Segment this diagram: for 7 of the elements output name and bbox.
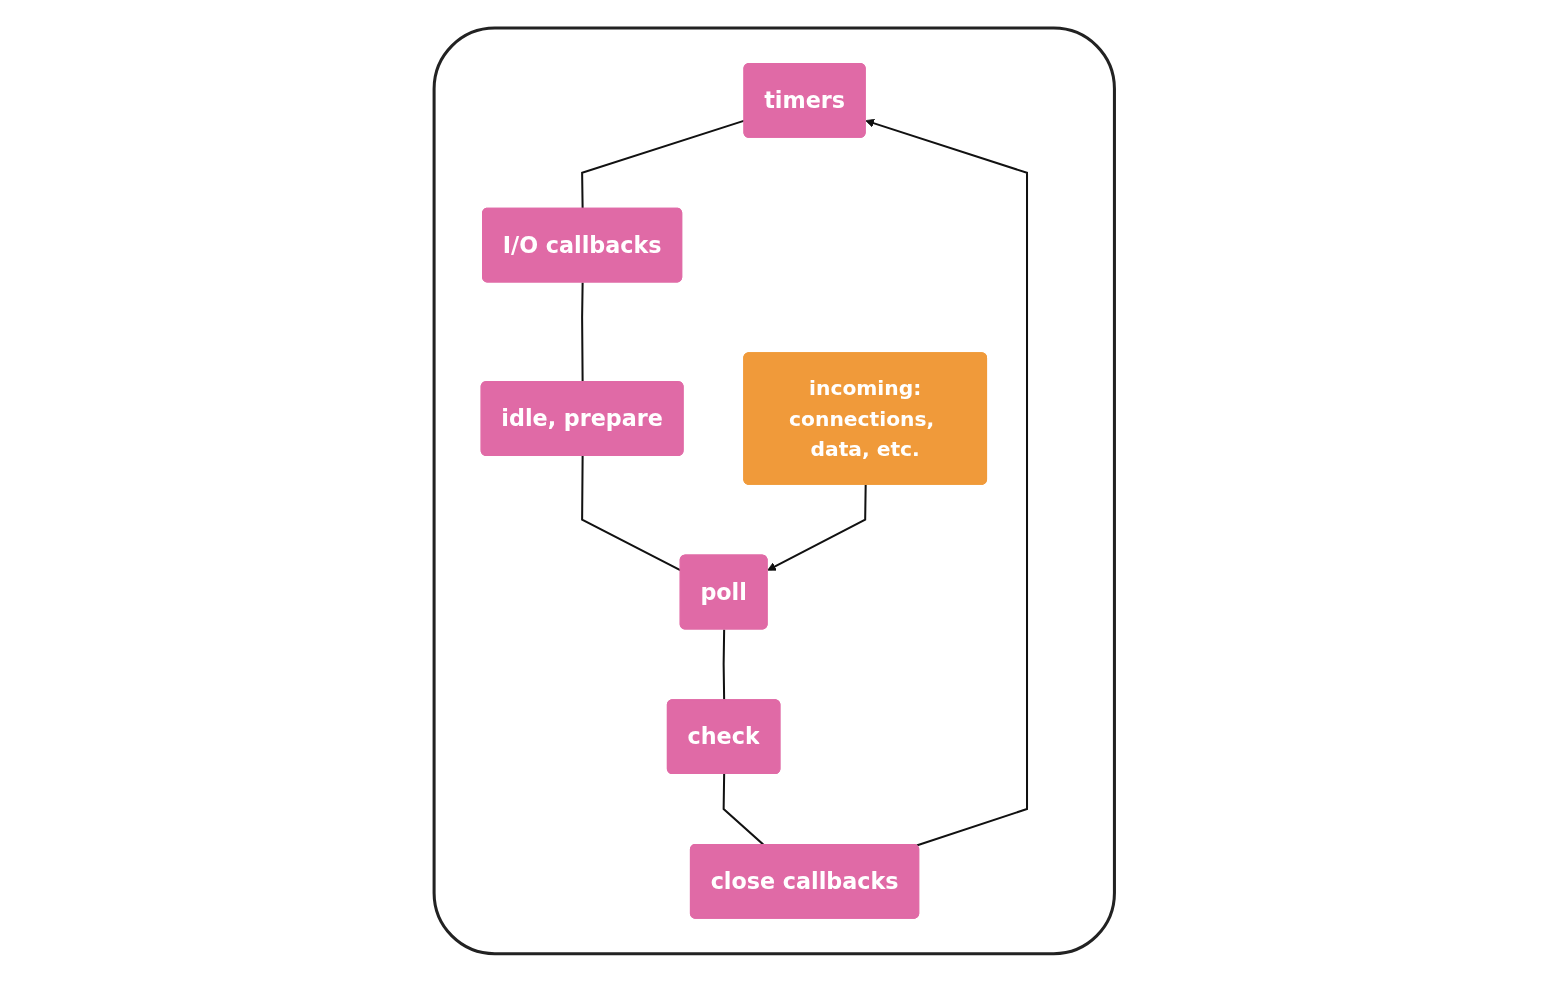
arrow	[865, 118, 1029, 847]
cluster	[432, 26, 1117, 955]
connector	[581, 119, 745, 209]
connector	[722, 629, 726, 700]
connector	[581, 282, 584, 382]
arrow	[767, 484, 867, 571]
connector	[722, 773, 765, 846]
